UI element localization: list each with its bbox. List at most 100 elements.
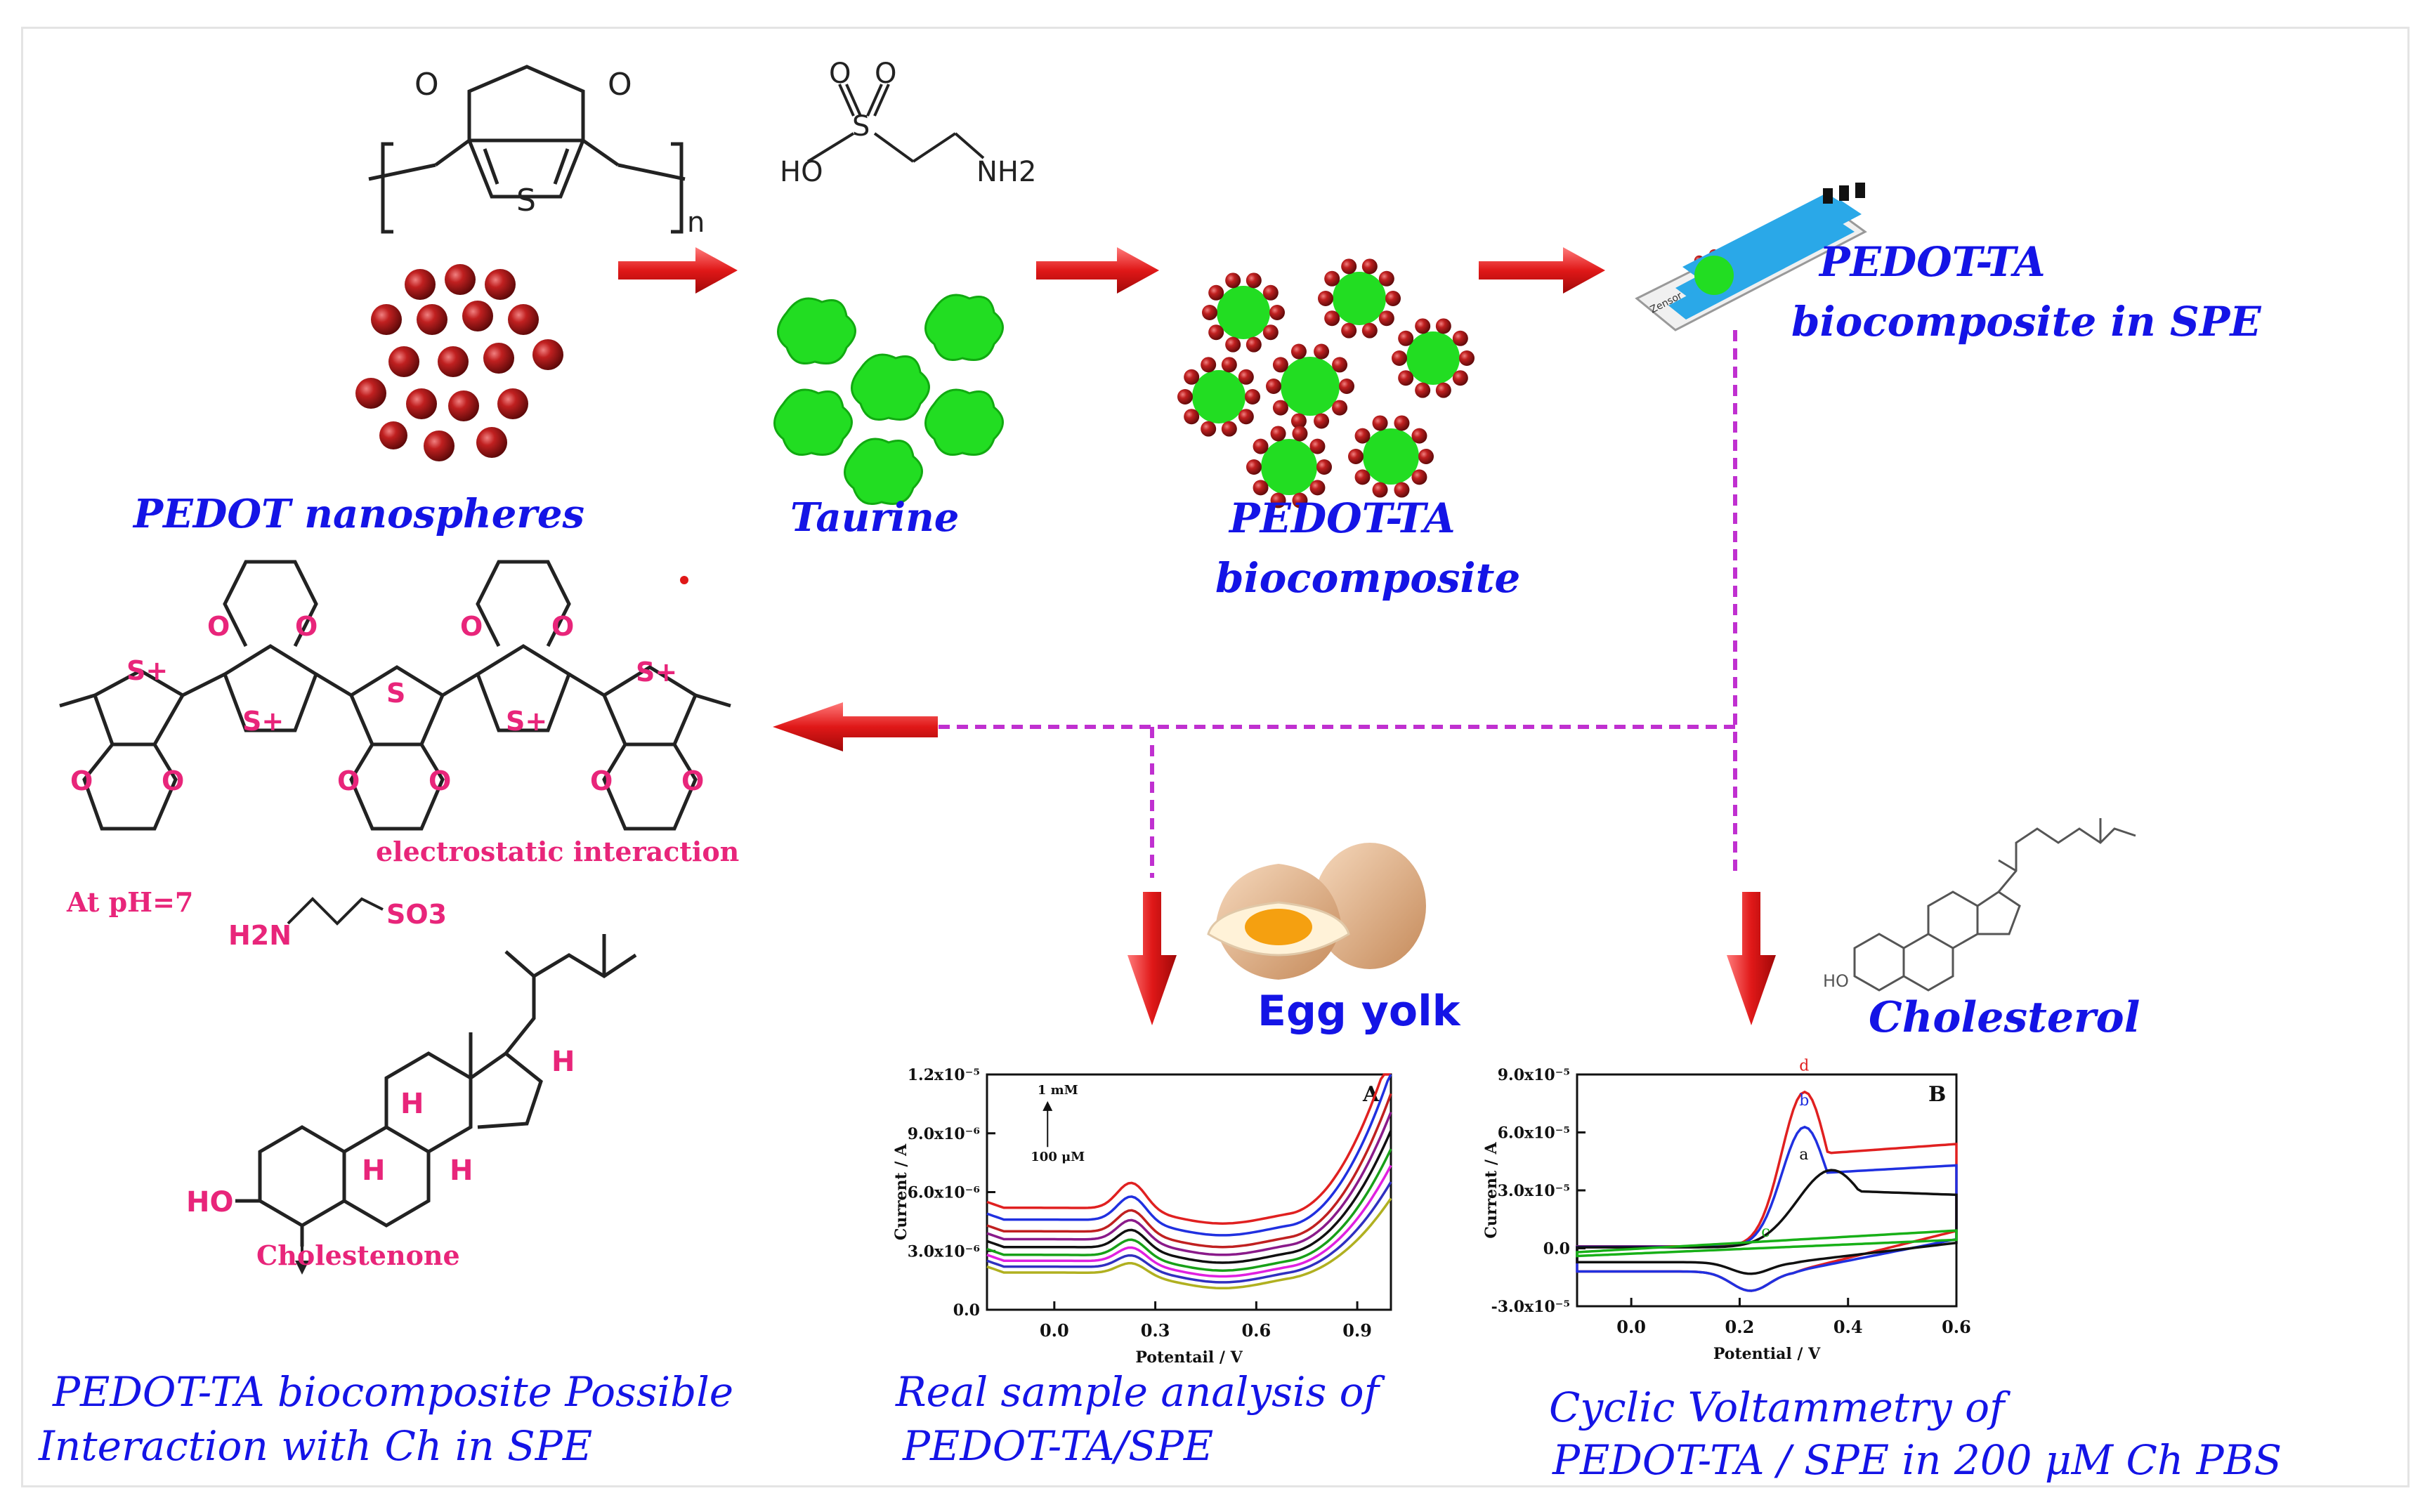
series-label: d	[1799, 1058, 1809, 1075]
composite-sphere	[1411, 428, 1427, 444]
chol-h-1: H	[551, 1046, 575, 1078]
arrow-3	[1479, 247, 1605, 294]
x-tick-label: 0.3	[1141, 1320, 1170, 1341]
caption-left-2: Interaction with Ch in SPE	[39, 1422, 593, 1470]
composite-sphere	[1354, 469, 1371, 485]
series-line	[986, 1073, 1391, 1225]
composite-sphere	[1245, 389, 1260, 405]
pedot-oxidized-chain	[59, 560, 731, 831]
taurine-particles	[773, 294, 1004, 505]
chol-small-ho: HO	[1823, 971, 1849, 991]
label-spe-2: biocomposite in SPE	[1791, 298, 2261, 346]
composite-sphere	[1290, 413, 1307, 429]
composite-sphere	[1270, 426, 1286, 442]
series-line	[986, 1164, 1392, 1278]
composite-sphere	[1262, 324, 1279, 341]
chain-o-1: O	[207, 611, 230, 642]
series-line	[986, 1197, 1392, 1290]
composite-sphere	[1314, 413, 1330, 429]
label-pedot-ta-1: PEDOT-TA	[1229, 494, 1456, 542]
composite-sphere	[1314, 343, 1330, 360]
dashed-connectors	[938, 330, 1737, 878]
composite-sphere	[1372, 415, 1388, 431]
arrow-2	[1036, 247, 1159, 294]
cholesterol-large	[235, 934, 637, 1247]
composite-sphere	[1341, 322, 1357, 338]
label-cholestenone: Cholestenone	[256, 1240, 460, 1271]
taurine-s: S	[852, 110, 870, 143]
label-egg-yolk: Egg yolk	[1257, 987, 1460, 1036]
series-line	[986, 1093, 1392, 1249]
x-tick-label: 0.4	[1833, 1317, 1863, 1337]
x-tick-label: 0.0	[1616, 1317, 1646, 1337]
y-tick-label: 0.0	[1543, 1240, 1570, 1258]
composite-sphere	[1253, 480, 1269, 496]
composite-sphere	[1394, 482, 1410, 498]
composite-core	[1406, 331, 1460, 385]
zw-h2n: H2N	[228, 920, 292, 951]
cv-loop	[1576, 1229, 1958, 1258]
composite-sphere	[1435, 318, 1451, 334]
x-tick-label: 0.6	[1942, 1317, 1971, 1337]
y-tick-label: 9.0x10⁻⁵	[1498, 1066, 1570, 1084]
composite-sphere	[1324, 310, 1340, 327]
chain-o-9: O	[590, 765, 613, 796]
composite-sphere	[1411, 469, 1427, 485]
composite-sphere	[1208, 324, 1224, 341]
composite-sphere	[1225, 336, 1241, 353]
composite-sphere	[1309, 438, 1326, 454]
composite-sphere	[1221, 357, 1237, 373]
taurine-ho: HO	[780, 156, 823, 188]
cholesterol-small	[1853, 818, 2136, 992]
arrow-down-egg	[1127, 892, 1177, 1025]
composite-sphere	[1238, 409, 1254, 425]
series-line	[986, 1130, 1392, 1264]
y-axis-label: Current / A	[1482, 1141, 1501, 1238]
taurine-nh2: NH2	[976, 156, 1036, 188]
y-tick-label: 1.2x10⁻⁵	[908, 1066, 980, 1084]
caption-right-1: Cyclic Voltammetry of	[1549, 1383, 2005, 1431]
composite-sphere	[1201, 421, 1217, 437]
series-line	[986, 1074, 1392, 1237]
composite-sphere	[1269, 305, 1285, 320]
x-tick-label: 0.6	[1241, 1320, 1271, 1341]
series-label: c	[1761, 1223, 1770, 1241]
composite-sphere	[1332, 357, 1348, 373]
label-cholesterol: Cholesterol	[1869, 993, 2140, 1042]
taurine-structure	[806, 84, 985, 163]
caption-right-2: PEDOT-TA / SPE in 200 μM Ch PBS	[1552, 1436, 2282, 1484]
chol-h-2: H	[400, 1088, 424, 1120]
composite-sphere	[1378, 310, 1394, 327]
cholesterol-large-h: H H H H HO	[186, 1046, 575, 1218]
arrow-down-chol	[1727, 892, 1776, 1025]
label-taurine: Taurine	[790, 494, 960, 541]
egg-yolk-image	[1207, 843, 1426, 980]
composite-core	[1261, 439, 1317, 495]
composite-sphere	[1398, 370, 1414, 386]
y-tick-label: 3.0x10⁻⁶	[908, 1242, 980, 1261]
label-pedot-ta-2: biocomposite	[1215, 554, 1521, 602]
arrow-left	[773, 702, 938, 751]
composite-sphere	[1184, 369, 1200, 385]
plot-area	[1576, 1073, 1958, 1308]
chain-o-7: O	[337, 765, 360, 796]
composite-sphere	[1246, 272, 1262, 289]
y-tick-label: 6.0x10⁻⁵	[1498, 1124, 1570, 1143]
y-tick-label: 0.0	[953, 1301, 980, 1320]
concentration-arrowhead	[1042, 1100, 1053, 1111]
x-tick-label: 0.2	[1725, 1317, 1755, 1337]
chain-s-1: S	[386, 678, 405, 709]
composite-sphere	[1246, 336, 1262, 353]
chain-s-plus-2: S+	[242, 706, 284, 737]
taurine-o2: O	[875, 58, 896, 90]
composite-sphere	[1452, 370, 1468, 386]
pedot-o-right: O	[608, 67, 632, 103]
chain-o-6: O	[162, 765, 184, 796]
annotation-bottom: 100 μM	[1031, 1150, 1085, 1164]
composite-sphere	[1292, 492, 1308, 508]
composite-sphere	[1202, 305, 1217, 320]
zw-so3: SO3	[386, 899, 447, 930]
composite-sphere	[1392, 350, 1407, 366]
composite-sphere	[1318, 291, 1333, 306]
